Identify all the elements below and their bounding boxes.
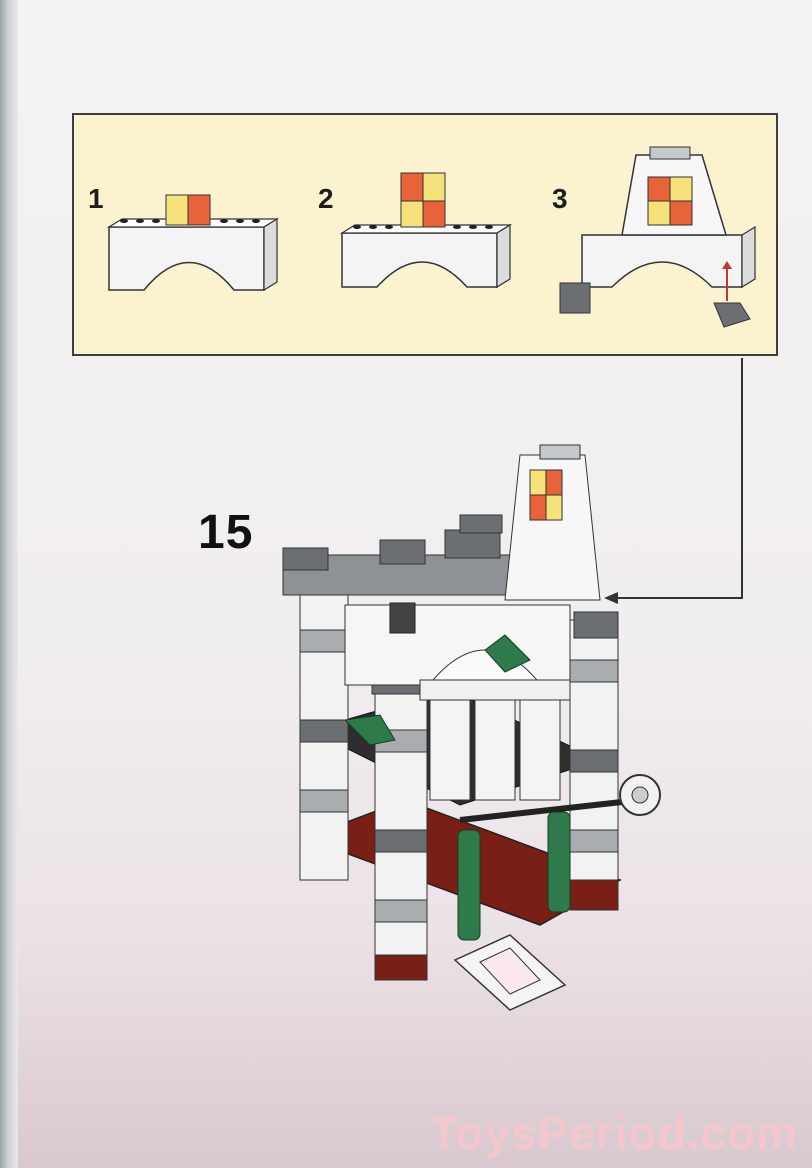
subassembly-illustration <box>106 146 756 328</box>
green-hinge-pieces <box>343 634 571 941</box>
watermark-logo: ToysPeriod.com <box>429 1107 798 1159</box>
arch-tower-step3 <box>559 146 756 328</box>
gate-arch <box>344 602 571 801</box>
right-tower <box>569 619 619 911</box>
left-tower <box>299 579 349 881</box>
substep-3-number: 3 <box>552 183 568 214</box>
axle-with-gear <box>459 774 661 823</box>
front-tower <box>371 663 431 981</box>
book-spine-edge <box>0 0 18 1168</box>
arch-brick-step1 <box>106 194 280 292</box>
substep-1-number: 1 <box>88 183 104 214</box>
subassembly-panel: 1 2 3 <box>72 113 778 356</box>
substep-2-number: 2 <box>318 183 334 214</box>
top-tower-piece <box>504 444 601 601</box>
technic-frame <box>453 934 567 1011</box>
step-number-15: 15 <box>198 506 254 559</box>
arch-brick-step2 <box>339 172 513 289</box>
